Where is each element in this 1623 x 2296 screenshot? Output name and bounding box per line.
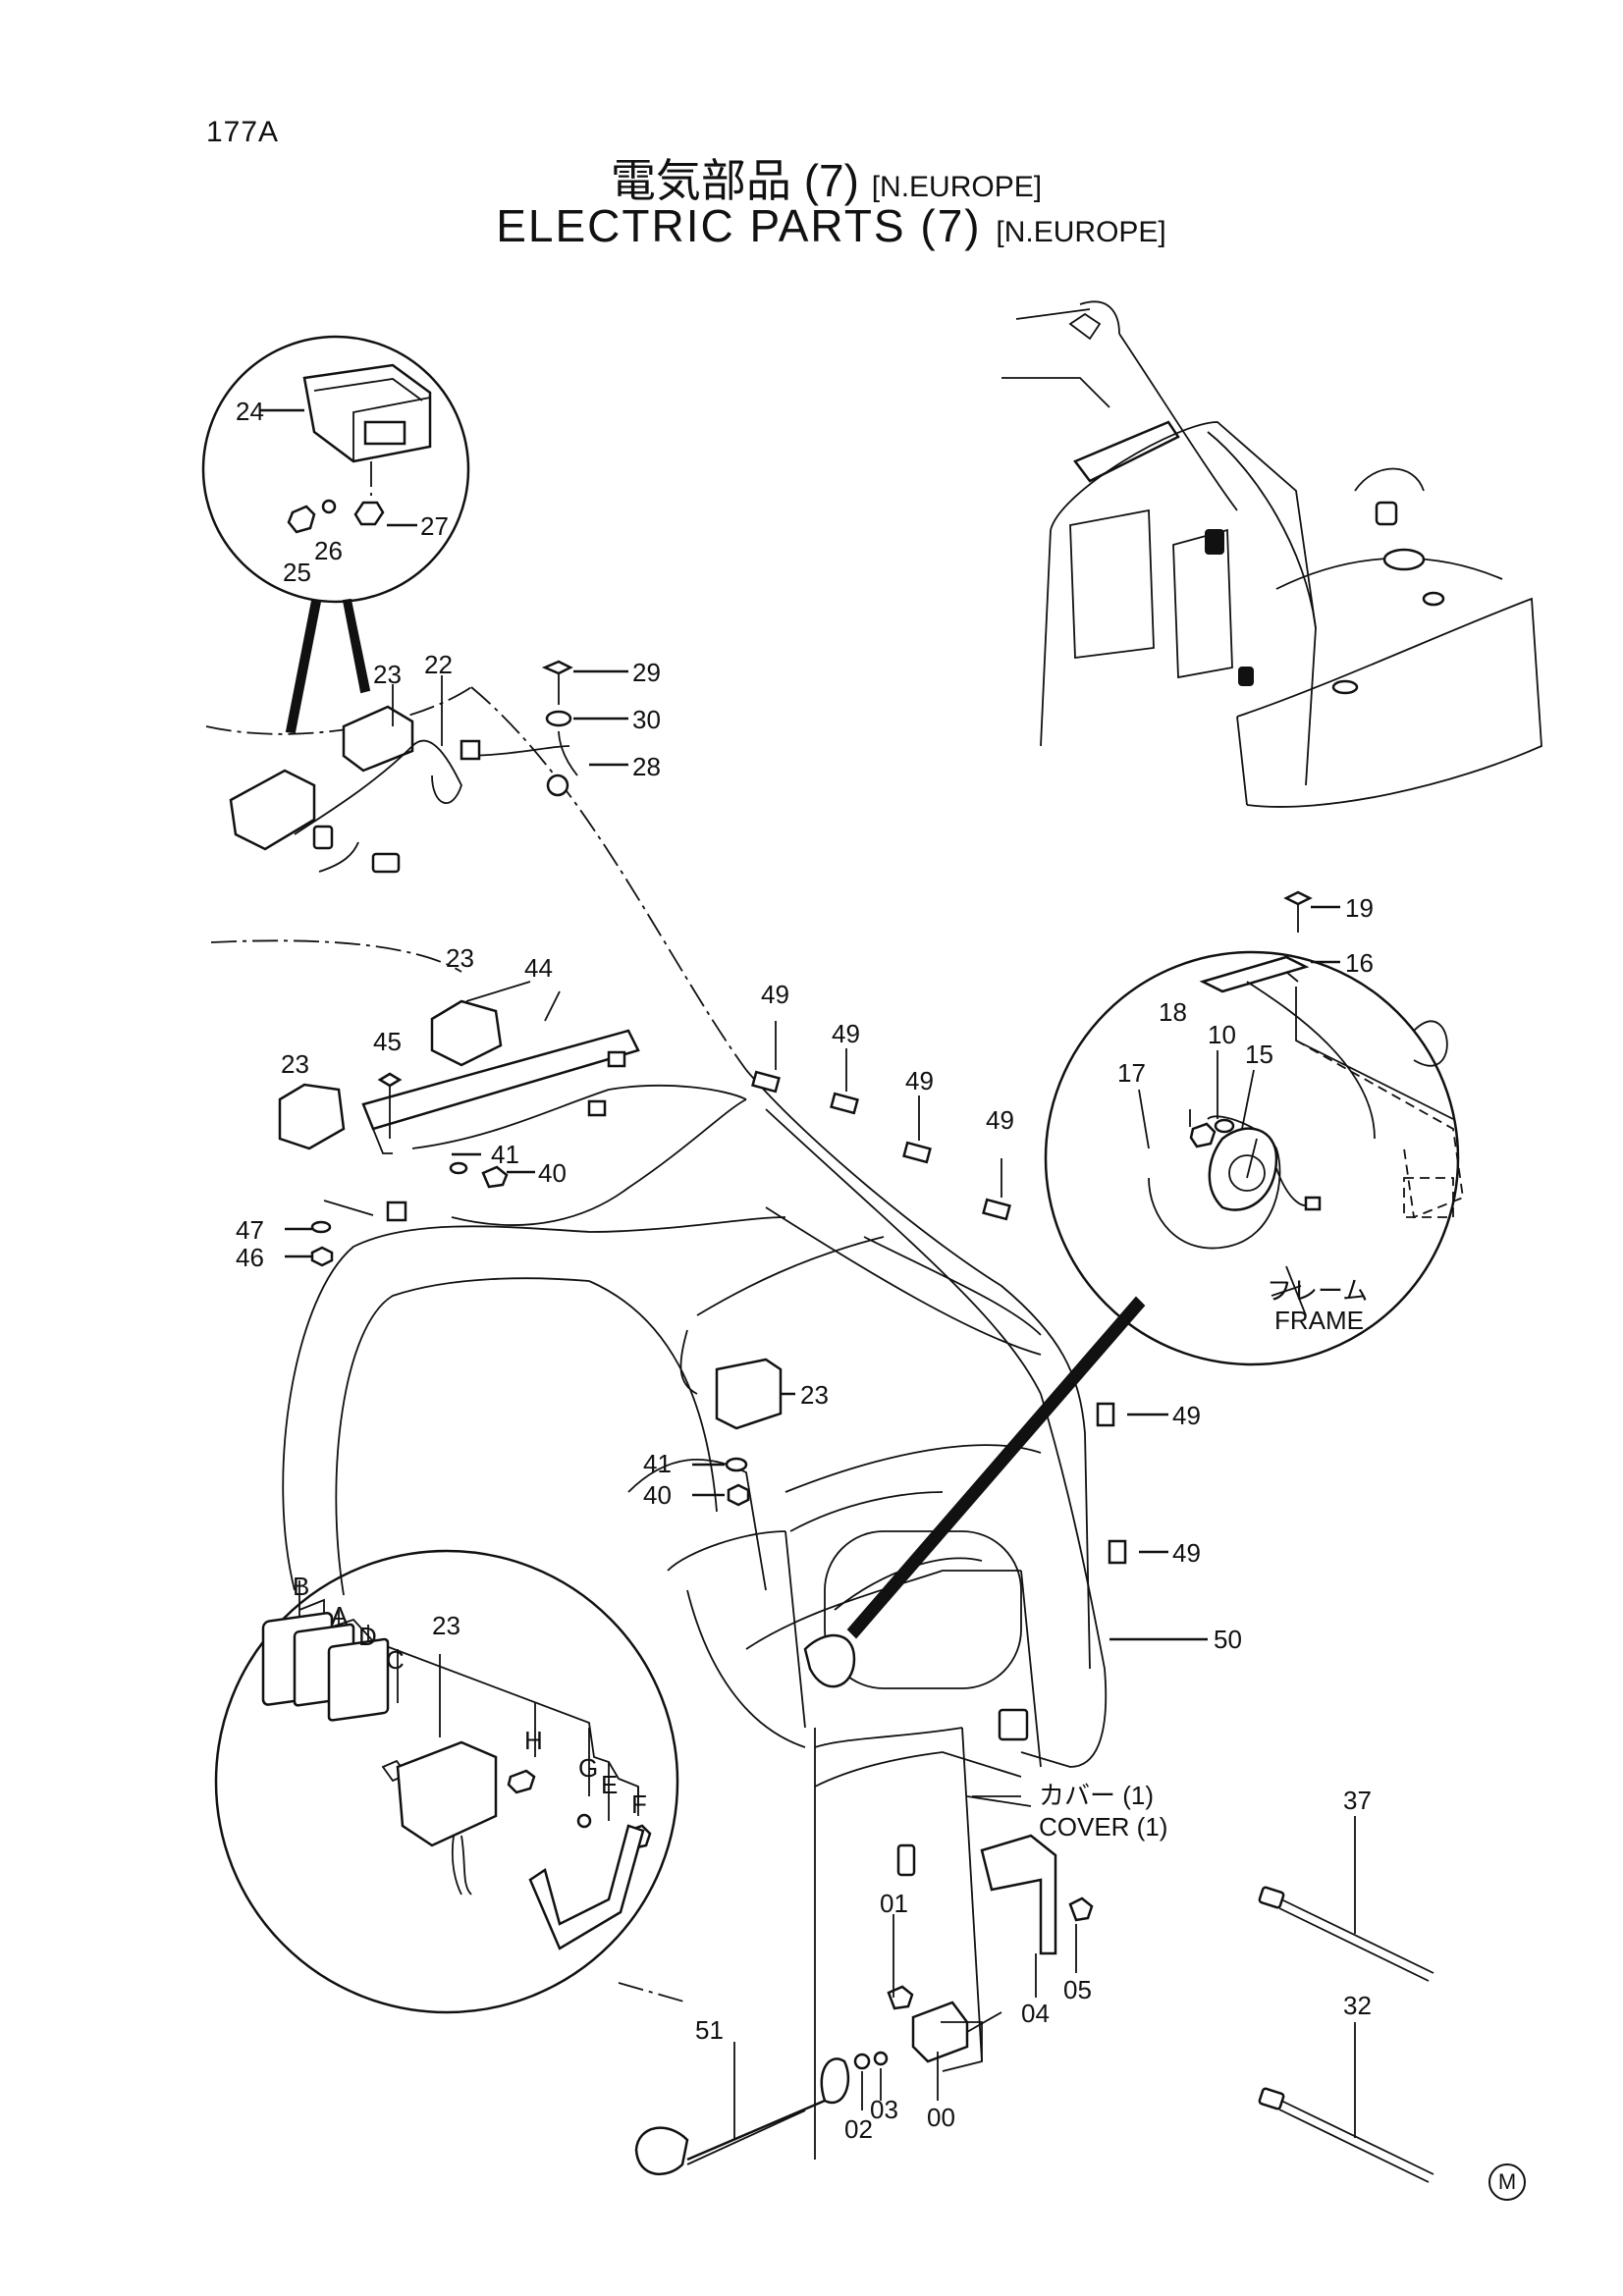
- title-en-region: [N.EUROPE]: [996, 216, 1166, 248]
- label-47: 47: [236, 1215, 264, 1245]
- label-A: A: [331, 1601, 349, 1630]
- label-15: 15: [1245, 1040, 1273, 1069]
- label-41-rear: 41: [643, 1449, 672, 1478]
- title-english: ELECTRIC PARTS (7) [N.EUROPE]: [0, 199, 1623, 252]
- label-05: 05: [1063, 1975, 1092, 2004]
- detail-circle-beacon: [201, 335, 470, 734]
- cover-label-jp: カバー (1): [1039, 1781, 1154, 1810]
- label-32: 32: [1343, 1991, 1372, 2020]
- label-00: 00: [927, 2103, 955, 2132]
- detail-circle-horn: [1044, 890, 1464, 1366]
- label-04: 04: [1021, 1999, 1050, 2028]
- label-01: 01: [880, 1889, 908, 1918]
- rear-lamp-cable: [679, 1108, 1208, 1768]
- label-40-rear: 40: [643, 1480, 672, 1510]
- label-49-6: 49: [1172, 1538, 1201, 1568]
- label-27: 27: [420, 511, 449, 541]
- label-25: 25: [283, 558, 311, 587]
- label-23-roof: 23: [373, 660, 402, 689]
- label-23-bar-right: 23: [446, 943, 474, 973]
- label-49-2: 49: [832, 1019, 860, 1048]
- label-23-rear: 23: [800, 1380, 829, 1410]
- roof-beacon-assembly: [205, 660, 747, 1071]
- label-17: 17: [1117, 1058, 1146, 1088]
- title-jp-region: [N.EUROPE]: [871, 171, 1043, 203]
- title-japanese: 電気部品 (7) [N.EUROPE]: [0, 145, 1623, 210]
- label-40-bar: 40: [538, 1158, 567, 1188]
- label-C: C: [386, 1645, 405, 1675]
- label-H: H: [524, 1726, 543, 1755]
- label-49-4: 49: [986, 1105, 1014, 1135]
- label-16: 16: [1345, 948, 1374, 978]
- label-49-3: 49: [905, 1066, 934, 1095]
- frame-label-en: FRAME: [1274, 1306, 1364, 1335]
- label-02: 02: [844, 2114, 873, 2144]
- excavator-overview: [1001, 300, 1542, 808]
- label-B: B: [293, 1572, 309, 1601]
- label-22: 22: [424, 650, 453, 679]
- front-lamp-bar: [210, 939, 747, 1267]
- label-E: E: [601, 1770, 618, 1799]
- cover-label-en: COVER (1): [1039, 1812, 1167, 1842]
- label-23-bar-left: 23: [281, 1049, 309, 1079]
- label-30: 30: [632, 705, 661, 734]
- cable-ties: [1258, 1816, 1434, 2183]
- label-49-1: 49: [761, 980, 789, 1009]
- label-49-5: 49: [1172, 1401, 1201, 1430]
- title-jp-main: 電気部品 (7): [610, 155, 859, 206]
- label-51: 51: [695, 2015, 724, 2045]
- cover-switch-assembly: [634, 1751, 1094, 2176]
- label-D: D: [358, 1622, 377, 1651]
- frame-label-jp: フレーム: [1267, 1276, 1368, 1306]
- label-18: 18: [1159, 997, 1187, 1027]
- title-en-main: ELECTRIC PARTS (7): [496, 200, 982, 251]
- label-26: 26: [314, 536, 343, 565]
- label-45: 45: [373, 1027, 402, 1056]
- label-24: 24: [236, 397, 264, 426]
- label-23-exploded: 23: [432, 1611, 460, 1640]
- clips-49: [751, 1021, 1168, 1565]
- page-number: 177A: [206, 116, 280, 148]
- detail-circle-lamp: [214, 1549, 688, 2014]
- cab-outline: [282, 1069, 1091, 2160]
- label-46: 46: [236, 1243, 264, 1272]
- footer-mark: M: [1488, 2163, 1526, 2201]
- label-19: 19: [1345, 893, 1374, 923]
- label-44: 44: [524, 953, 553, 983]
- label-03: 03: [870, 2095, 898, 2124]
- label-28: 28: [632, 752, 661, 781]
- label-G: G: [578, 1753, 598, 1783]
- label-F: F: [631, 1789, 647, 1819]
- label-37: 37: [1343, 1786, 1372, 1815]
- label-50: 50: [1214, 1625, 1242, 1654]
- label-10: 10: [1208, 1020, 1236, 1049]
- label-41-bar: 41: [491, 1140, 519, 1169]
- label-29: 29: [632, 658, 661, 687]
